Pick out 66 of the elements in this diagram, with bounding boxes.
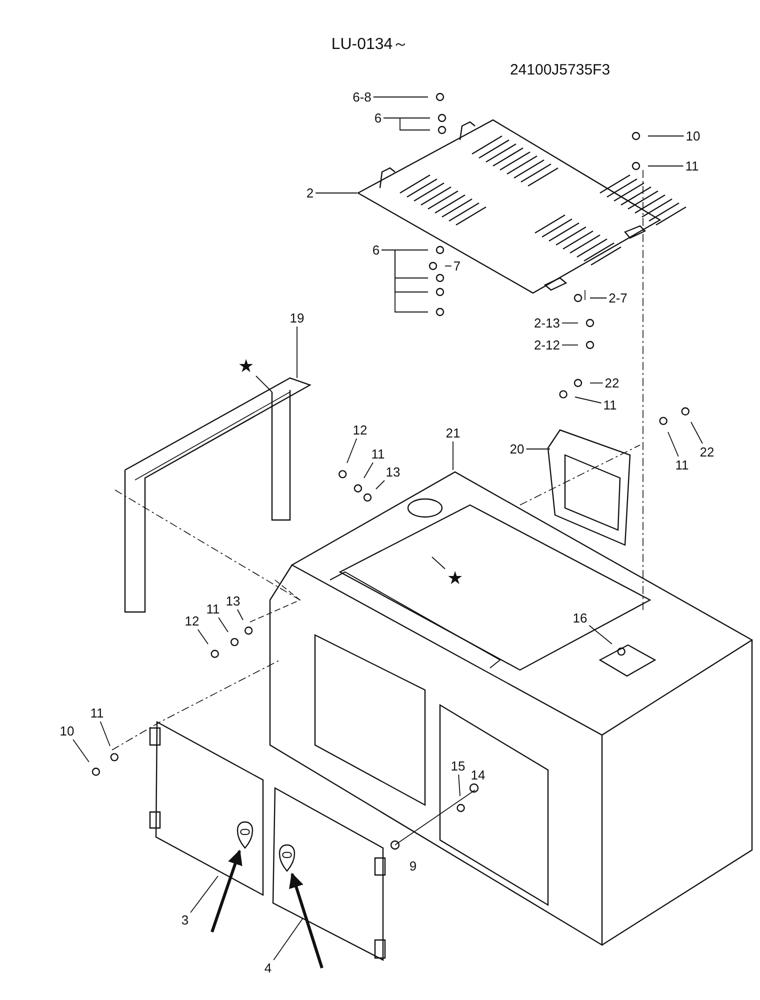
callout-number: 22 [604,376,620,390]
callout-number: 6-8 [352,90,372,104]
callout-number: 6 [374,112,382,124]
drawing-title: LU-0134～ [331,37,409,53]
leader-line [190,876,218,913]
leader-line [237,609,244,620]
callout-number: 16 [572,612,588,624]
callout-number: 2-12 [534,338,560,352]
callout-number: 10 [60,724,74,738]
callout-number: 15 [450,760,466,772]
callout-number: 2-13 [534,316,560,330]
callout-number: 11 [371,448,385,460]
callout-number: 21 [446,426,460,440]
callout-number: 2-7 [608,292,628,304]
callout-number: 10 [686,130,700,142]
door-handle-drawing [234,821,256,849]
leader-line [364,462,374,478]
leader-line [296,326,298,378]
star-mark: ★ [447,569,463,587]
callout-number: 11 [603,398,617,412]
leader-line [590,382,604,384]
arrow [289,872,324,968]
callout-number: 12 [184,614,200,628]
callout-number: 11 [206,602,220,616]
part-code: 24100J5735F3 [510,62,610,78]
callout-number: 11 [90,706,104,720]
callout-number: 13 [226,594,240,608]
leader-line [376,480,385,490]
leader-line [197,629,208,644]
callout-number: 2 [306,186,314,200]
leader-line [256,376,272,392]
callout-number: 3 [181,914,189,926]
door-handle-drawing [276,844,298,872]
leader-line [100,721,110,746]
leader-line [562,322,578,324]
callout-number: 11 [685,160,699,172]
leader-line [526,448,550,450]
leader-line [668,432,679,457]
leader-line [218,617,228,632]
leader-line [432,556,446,570]
callout-number: 19 [290,312,304,324]
leader-line [372,96,428,98]
callout-number: 11 [675,458,689,472]
callout-number: 9 [409,860,417,872]
leader-line [562,344,578,346]
arrow [210,850,242,932]
leader-line [452,441,454,470]
callout-number: 20 [510,442,524,456]
callout-number: 7 [453,260,461,272]
callout-number: 6 [372,244,380,256]
leader-line [273,918,304,960]
leader-line [383,118,430,130]
leader-line [690,422,703,444]
leader-line [346,438,358,464]
leader-line [72,739,90,762]
callout-number: 12 [352,424,368,436]
leader-line [315,192,358,194]
leader-line [381,250,428,312]
callout-number: 13 [386,466,400,478]
leader-line [458,774,460,796]
leader-line [574,396,602,404]
callout-number: 4 [264,962,272,974]
callout-number: 22 [700,446,714,458]
leader-line [588,625,612,644]
star-mark: ★ [238,357,254,375]
callout-number: 14 [470,768,486,782]
